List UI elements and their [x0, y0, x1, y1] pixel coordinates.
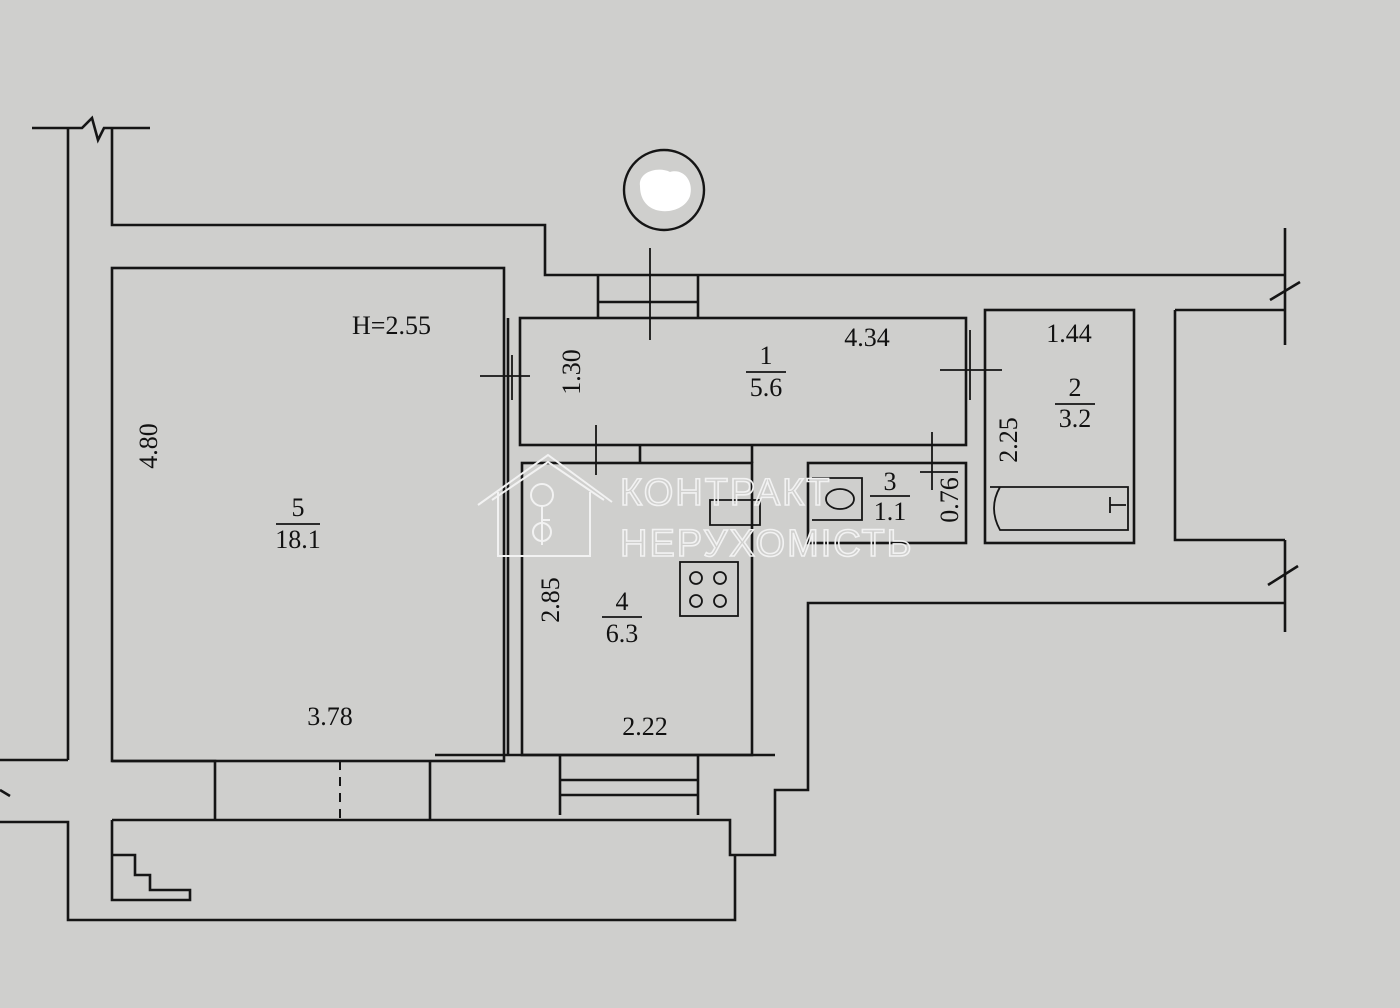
balcony-door — [435, 753, 775, 815]
dim-room1-width: 4.34 — [844, 323, 890, 352]
room-number-2: 2 — [1069, 373, 1082, 402]
room-area-1: 5.6 — [750, 373, 783, 402]
dim-room5-height: 4.80 — [134, 423, 163, 469]
dim-room4-height: 2.85 — [536, 577, 565, 623]
dim-room4-width: 2.22 — [622, 712, 668, 741]
watermark-line-2: НЕРУХОМІСТЬ — [620, 523, 914, 565]
north-marker-icon — [622, 148, 706, 232]
house-logo-icon — [477, 453, 613, 557]
stove-icon — [679, 561, 739, 617]
outer-walls — [0, 115, 1301, 922]
dim-room2-width: 1.44 — [1046, 319, 1092, 348]
room-number-1: 1 — [760, 341, 773, 370]
room-number-3: 3 — [884, 467, 897, 496]
room-area-3: 1.1 — [874, 497, 907, 526]
watermark-line-1: КОНТРАКТ — [620, 472, 831, 514]
room-area-2: 3.2 — [1059, 404, 1092, 433]
room-5 — [110, 266, 506, 821]
dim-room3-height: 0.76 — [935, 477, 964, 523]
room-number-5: 5 — [292, 493, 305, 522]
room-area-5: 18.1 — [275, 525, 321, 554]
dim-room1-height: 1.30 — [557, 349, 586, 395]
ceiling-height-label: H=2.55 — [352, 311, 431, 340]
entrance-door — [596, 248, 700, 340]
room-area-4: 6.3 — [606, 619, 639, 648]
dim-room5-width: 3.78 — [307, 702, 353, 731]
dim-room2-height: 2.25 — [994, 417, 1023, 463]
room-2 — [983, 308, 1136, 545]
room-3 — [806, 432, 968, 545]
room-number-4: 4 — [616, 587, 629, 616]
watermark: КОНТРАКТ НЕРУХОМІСТЬ — [477, 453, 914, 566]
room-1 — [480, 316, 1002, 755]
